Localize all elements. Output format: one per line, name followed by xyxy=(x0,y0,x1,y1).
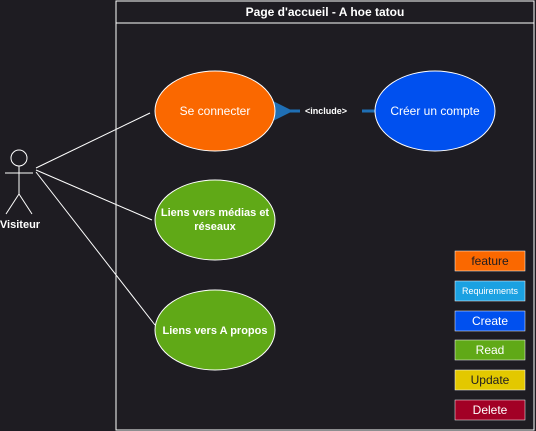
actor-head xyxy=(10,149,28,167)
use-case-creer-compte[interactable]: Créer un compte xyxy=(374,70,496,152)
use-case-liens-medias-label-line2: réseaux xyxy=(194,221,236,233)
system-title: Page d'accueil - A hoe tatou xyxy=(246,5,405,19)
system-boundary: Page d'accueil - A hoe tatou xyxy=(115,0,535,431)
association-liens-medias xyxy=(35,169,153,221)
legend-item-read: Read xyxy=(454,339,526,361)
legend-label-create: Create xyxy=(472,314,508,328)
association-se-connecter xyxy=(35,112,151,169)
use-case-liens-apropos-label: Liens vers A propos xyxy=(163,325,268,337)
include-dependency: <include> xyxy=(263,96,375,126)
actor-label: Visiteur xyxy=(0,219,41,231)
legend-label-requirements: Requirements xyxy=(462,286,519,296)
actor-visiteur xyxy=(5,149,33,215)
use-case-liens-medias[interactable]: Liens vers médias et réseaux xyxy=(154,179,276,261)
legend-item-create: Create xyxy=(454,310,526,332)
legend: feature Requirements Create Read Update … xyxy=(454,250,526,421)
legend-label-read: Read xyxy=(476,343,505,357)
legend-label-update: Update xyxy=(471,373,510,387)
legend-label-feature: feature xyxy=(471,254,509,268)
actor-right-leg xyxy=(18,193,33,215)
use-case-se-connecter-label: Se connecter xyxy=(180,104,251,118)
associations xyxy=(35,112,156,326)
use-case-liens-medias-label-line1: Liens vers médias et xyxy=(161,207,270,219)
include-label: <include> xyxy=(305,106,347,116)
actor-left-leg xyxy=(5,193,20,215)
legend-item-delete: Delete xyxy=(454,399,526,421)
use-case-liens-apropos[interactable]: Liens vers A propos xyxy=(154,289,276,371)
use-case-se-connecter[interactable]: Se connecter xyxy=(154,70,276,152)
legend-item-requirements: Requirements xyxy=(454,280,526,302)
legend-item-feature: feature xyxy=(454,250,526,272)
association-liens-apropos xyxy=(35,171,156,326)
legend-item-update: Update xyxy=(454,369,526,391)
legend-label-delete: Delete xyxy=(473,403,508,417)
use-case-creer-compte-label: Créer un compte xyxy=(390,104,480,118)
